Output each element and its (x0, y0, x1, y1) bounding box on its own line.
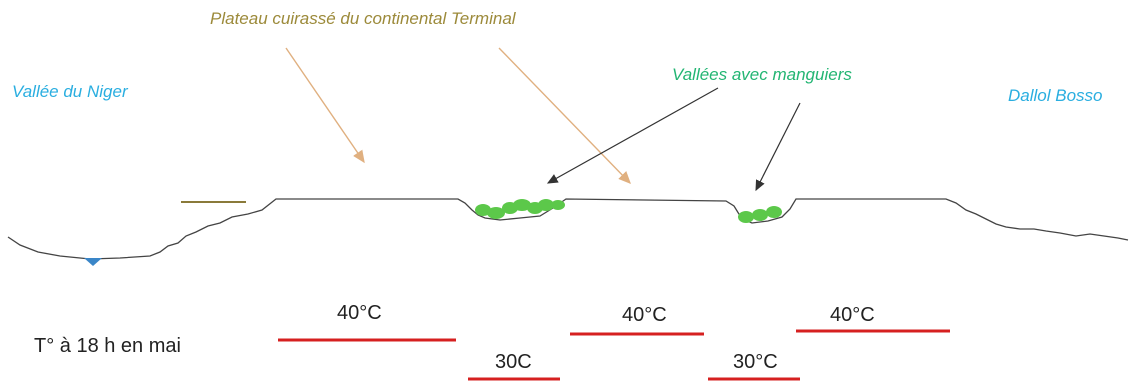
mango-tree (538, 199, 554, 211)
mango-tree (487, 207, 505, 219)
mango-tree (513, 199, 531, 211)
mango-tree (551, 200, 565, 210)
mango-trees-valley-2 (738, 206, 782, 223)
temperature-caption: T° à 18 h en mai (34, 335, 181, 357)
plateau-arrow-east (498, 47, 631, 185)
valleys-label: Vallées avec manguiers (672, 65, 852, 84)
niger-valley-label: Vallée du Niger (12, 82, 129, 101)
temp-valley-1: 30C (495, 351, 532, 373)
dallol-bosso-label: Dallol Bosso (1008, 86, 1103, 105)
valley-arrow-west (546, 87, 719, 184)
plateau-arrow-west (285, 47, 365, 164)
temp-plateau-west: 40°C (337, 302, 382, 324)
mango-tree (738, 211, 754, 223)
mango-trees-valley-1 (475, 199, 565, 219)
temp-plateau-east: 40°C (830, 304, 875, 326)
temp-plateau-middle: 40°C (622, 304, 667, 326)
temp-valley-2: 30°C (733, 351, 778, 373)
niger-water (84, 258, 102, 266)
mango-tree (752, 209, 768, 221)
terrain-profile (7, 198, 1129, 260)
plateau-label: Plateau cuirassé du continental Terminal (210, 9, 517, 28)
mango-tree (766, 206, 782, 218)
valley-arrow-east (755, 102, 801, 192)
